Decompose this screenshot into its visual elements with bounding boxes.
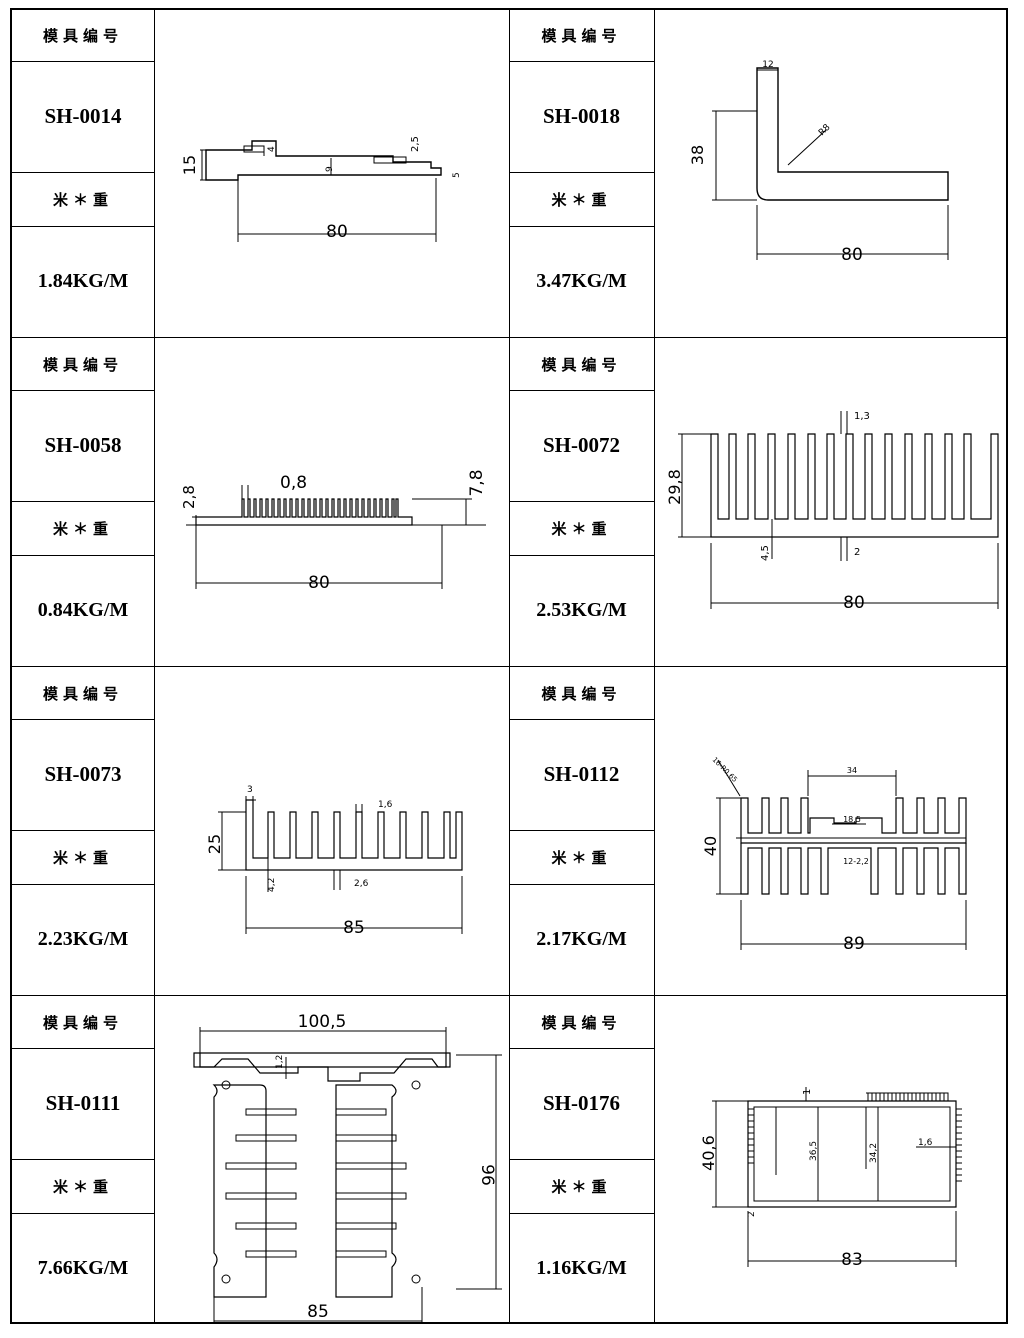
catalog-table: 模具编号 SH-0014 米＊重 1.84KG/M 模具编号 SH-0018 米… bbox=[10, 8, 1008, 1324]
dim-width: 85 bbox=[307, 1302, 329, 1322]
dim-fin: 0,8 bbox=[280, 473, 307, 493]
profile-drawing-sh-0112: 89 40 16-R0,65 34 18,5 12-2,2 bbox=[701, 756, 967, 954]
dim-e: 2 bbox=[747, 1211, 757, 1217]
dim-height: 25 bbox=[205, 834, 224, 854]
weight-label: 米＊重 bbox=[52, 519, 113, 538]
weight-label: 米＊重 bbox=[52, 848, 113, 867]
grid-line bbox=[12, 666, 1006, 667]
dim-top: 100,5 bbox=[298, 1012, 347, 1032]
dim-width: 80 bbox=[308, 573, 330, 593]
weight-label: 米＊重 bbox=[551, 1177, 612, 1196]
dim-width: 80 bbox=[326, 222, 348, 242]
weight-label: 米＊重 bbox=[551, 519, 612, 538]
dim-thickness: 12 bbox=[762, 60, 773, 70]
weight-value: 3.47KG/M bbox=[536, 270, 627, 292]
dim-width: 89 bbox=[843, 934, 865, 954]
weight-value: 1.16KG/M bbox=[536, 1256, 627, 1279]
dim-height: 40 bbox=[701, 836, 720, 856]
dim-height: 40,6 bbox=[699, 1135, 718, 1171]
weight-value: 2.23KG/M bbox=[37, 928, 129, 950]
weight-value: 2.17KG/M bbox=[536, 928, 627, 950]
weight-label: 米＊重 bbox=[52, 190, 113, 209]
profile-drawing-sh-0111: 100,5 85 96 1,2 bbox=[193, 1012, 502, 1322]
dim-a: 1,2 bbox=[275, 1055, 285, 1069]
dim-a: 3 bbox=[247, 785, 253, 795]
dim-height: 96 bbox=[477, 1164, 497, 1186]
mold-code: SH-0072 bbox=[542, 433, 620, 457]
mold-no-label: 模具编号 bbox=[42, 356, 123, 374]
dim-width: 83 bbox=[841, 1250, 863, 1270]
dim-edge: 7,8 bbox=[467, 469, 487, 496]
mold-code: SH-0058 bbox=[44, 433, 122, 457]
weight-label: 米＊重 bbox=[551, 190, 612, 209]
dim-height: 15 bbox=[180, 155, 199, 175]
profile-drawing-sh-0073: 85 25 3 1,6 4,2 2,6 bbox=[205, 785, 463, 938]
profile-drawing-sh-0058: 80 2,8 0,8 7,8 bbox=[180, 469, 487, 593]
dim-a: 1 bbox=[802, 1089, 813, 1095]
dim-height: 29,8 bbox=[665, 469, 684, 505]
dim-d: 1,6 bbox=[918, 1138, 933, 1148]
weight-value: 2.53KG/M bbox=[536, 599, 627, 621]
weight-label: 米＊重 bbox=[52, 1177, 113, 1196]
profile-drawing-sh-0072: 80 29,8 1,3 4,5 2 bbox=[665, 411, 999, 613]
dim-c: 34,2 bbox=[869, 1143, 879, 1163]
dim-b: 34 bbox=[847, 766, 857, 775]
dim-b: 36,5 bbox=[809, 1141, 819, 1161]
dim-width: 80 bbox=[841, 245, 863, 265]
dim-d: 12-2,2 bbox=[843, 857, 869, 866]
mold-code: SH-0112 bbox=[543, 762, 620, 786]
dim-b: 9 bbox=[325, 166, 335, 172]
dim-top: 1,3 bbox=[854, 411, 870, 422]
weight-value: 1.84KG/M bbox=[37, 270, 129, 292]
dim-gap: 2 bbox=[854, 547, 860, 558]
mold-no-label: 模具编号 bbox=[42, 1014, 123, 1032]
dim-width: 80 bbox=[843, 593, 865, 613]
mold-no-label: 模具编号 bbox=[42, 27, 123, 45]
profile-drawing-sh-0014: 80 15 4 9 2,5 5 bbox=[180, 136, 462, 242]
dim-height: 2,8 bbox=[180, 485, 198, 509]
weight-value: 0.84KG/M bbox=[37, 599, 129, 621]
mold-code: SH-0018 bbox=[542, 104, 620, 128]
mold-code: SH-0176 bbox=[542, 1091, 620, 1115]
profile-drawing-sh-0018: 80 38 12 R8 bbox=[688, 60, 949, 265]
dim-height: 38 bbox=[688, 145, 707, 165]
dim-b: 1,6 bbox=[378, 800, 393, 810]
grid-line bbox=[12, 995, 1006, 996]
dim-base: 4,5 bbox=[760, 545, 771, 561]
dim-c: 2,5 bbox=[410, 136, 421, 152]
mold-no-label: 模具编号 bbox=[541, 27, 622, 45]
weight-label: 米＊重 bbox=[551, 848, 612, 867]
dim-width: 85 bbox=[343, 918, 365, 938]
mold-code: SH-0014 bbox=[44, 104, 122, 128]
mold-no-label: 模具编号 bbox=[541, 685, 622, 703]
dim-a: 4 bbox=[267, 146, 277, 152]
dim-c: 18,5 bbox=[843, 815, 861, 824]
profile-drawing-sh-0176: 83 40,6 1 36,5 34,2 1,6 2 bbox=[699, 1087, 962, 1270]
grid-line bbox=[12, 337, 1006, 338]
mold-no-label: 模具编号 bbox=[42, 685, 123, 703]
mold-no-label: 模具编号 bbox=[541, 356, 622, 374]
mold-code: SH-0073 bbox=[44, 762, 122, 786]
mold-no-label: 模具编号 bbox=[541, 1014, 622, 1032]
weight-value: 7.66KG/M bbox=[37, 1256, 129, 1279]
dim-a: 16-R0,65 bbox=[711, 756, 739, 784]
dim-d: 2,6 bbox=[354, 879, 369, 889]
mold-code: SH-0111 bbox=[45, 1091, 121, 1115]
dim-d: 5 bbox=[452, 172, 462, 178]
dim-c: 4,2 bbox=[267, 878, 277, 892]
